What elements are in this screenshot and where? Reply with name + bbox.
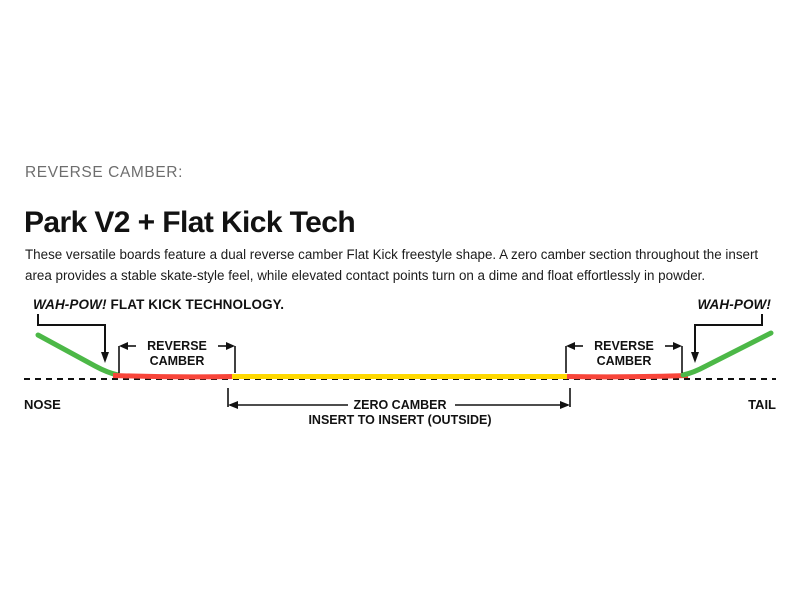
reverse-camber-left-arrow-end — [226, 342, 235, 350]
callout-right-leader — [694, 314, 763, 354]
zero-camber-dimension — [227, 388, 571, 407]
description-paragraph: These versatile boards feature a dual re… — [25, 247, 759, 283]
camber-profile-diagram: WAH-POW! FLAT KICK TECHNOLOGY. REVERSE C… — [0, 290, 800, 440]
reverse-camber-right-label-line2: CAMBER — [597, 354, 652, 368]
callout-left-leader — [37, 314, 106, 354]
profile-tail-reverse-camber — [566, 373, 689, 380]
zero-camber-arrow-end — [560, 401, 570, 409]
eyebrow-label: REVERSE CAMBER: — [25, 164, 184, 181]
page-title: Park V2 + Flat Kick Tech — [24, 206, 356, 240]
reverse-camber-left-arrow-start — [119, 342, 128, 350]
reverse-camber-left-label-line2: CAMBER — [150, 354, 205, 368]
profile-nose-reverse-camber — [112, 373, 235, 380]
callout-right-label: WAH-POW! — [697, 297, 771, 312]
reverse-camber-right-arrow-start — [566, 342, 575, 350]
reverse-camber-right-label-line1: REVERSE — [594, 339, 654, 353]
callout-right-arrowhead — [691, 352, 699, 363]
zero-camber-label-line1: ZERO CAMBER — [353, 398, 446, 412]
zero-camber-arrow-start — [228, 401, 238, 409]
tail-label: TAIL — [748, 397, 776, 412]
zero-camber-label-line2: INSERT TO INSERT (OUTSIDE) — [308, 413, 491, 427]
profile-tail-rocker — [680, 330, 774, 378]
nose-label: NOSE — [24, 397, 61, 412]
callout-left-arrowhead — [101, 352, 109, 363]
callout-left-rest: FLAT KICK TECHNOLOGY. — [111, 297, 285, 312]
reverse-camber-left-label-line1: REVERSE — [147, 339, 207, 353]
reverse-camber-right-arrow-end — [673, 342, 682, 350]
callout-left-emphasis: WAH-POW! — [33, 297, 107, 312]
